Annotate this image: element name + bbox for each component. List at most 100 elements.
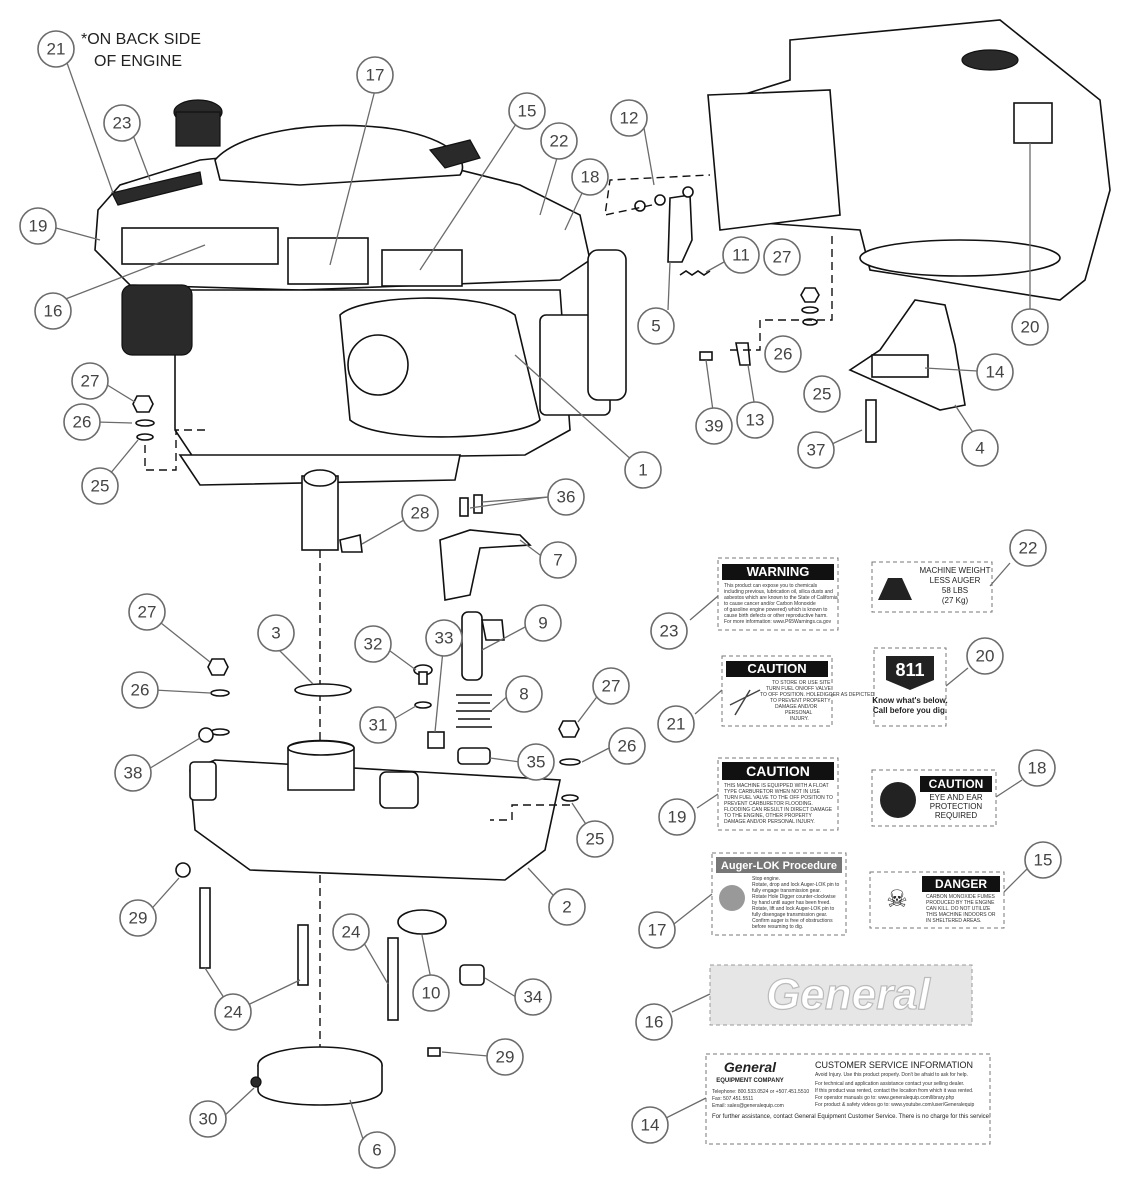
- auger-lok-icon: [719, 885, 745, 911]
- collar-6-body: [257, 1065, 383, 1106]
- callout-34: 34: [514, 978, 552, 1016]
- svg-text:CARBON MONOXIDE FUMES: CARBON MONOXIDE FUMES: [926, 894, 996, 900]
- nut-27-mid: [207, 658, 229, 676]
- svg-text:18: 18: [1028, 759, 1047, 778]
- svg-text:17: 17: [648, 921, 667, 940]
- svg-text:34: 34: [524, 988, 543, 1007]
- callout-37: 37: [797, 431, 835, 469]
- svg-text:10: 10: [422, 984, 441, 1003]
- note-line-1: *ON BACK SIDE: [81, 31, 201, 48]
- svg-text:For technical and application: For technical and application assistance…: [815, 1081, 964, 1087]
- bolt-24b: [297, 924, 309, 986]
- screw-36a: [459, 497, 469, 517]
- svg-text:25: 25: [813, 385, 832, 404]
- callout-39: 39: [695, 407, 733, 445]
- svg-text:FLOODING CAN RESULT IN DIRECT: FLOODING CAN RESULT IN DIRECT DAMAGE: [724, 807, 833, 813]
- callout-4: 4: [961, 429, 999, 467]
- fitting-38: [198, 727, 214, 743]
- callout-bubbles: 21 23 19 16 17 15 22 18 12 11 5 27 26 25…: [19, 30, 1062, 1169]
- callout-32: 32: [354, 625, 392, 663]
- callout-9: 9: [524, 604, 562, 642]
- callout-7: 7: [539, 541, 577, 579]
- svg-text:TURN FUEL VALVE TO THE OFF POS: TURN FUEL VALVE TO THE OFF POSITION TO: [724, 795, 833, 801]
- svg-text:TYPE CARBURETOR WHEN NOT IN US: TYPE CARBURETOR WHEN NOT IN USE: [724, 789, 821, 795]
- lock-bracket-7: [439, 529, 532, 601]
- clip-13: [735, 342, 751, 366]
- note-line-2: OF ENGINE: [94, 53, 182, 70]
- svg-text:12: 12: [620, 109, 639, 128]
- decal-customer-service: General EQUIPMENT COMPANY CUSTOMER SERVI…: [705, 1053, 991, 1145]
- weight-icon: [878, 578, 912, 600]
- svg-text:TO STORE OR USE SITE: TO STORE OR USE SITE: [772, 680, 831, 686]
- callout-24-left: 24: [214, 993, 252, 1031]
- callout-26-mid: 26: [121, 671, 159, 709]
- decal-area-14: [871, 354, 929, 378]
- decal-caution-ear: CAUTION EYE AND EAR PROTECTION REQUIRED: [871, 769, 997, 827]
- set-screw-30: [250, 1076, 262, 1088]
- callout-25-rear: 25: [803, 375, 841, 413]
- svg-text:PROTECTION: PROTECTION: [930, 802, 983, 811]
- rear-base-flange: [859, 239, 1061, 277]
- washer-25-left: [136, 433, 154, 441]
- decal-general-logo: General: [709, 964, 973, 1026]
- svg-text:26: 26: [131, 681, 150, 700]
- svg-text:29: 29: [496, 1048, 515, 1067]
- callout-22: 22: [540, 122, 578, 160]
- nut-27-left: [132, 395, 154, 413]
- shaft-end: [303, 469, 337, 487]
- air-filter-housing: [707, 89, 841, 231]
- svg-text:7: 7: [553, 551, 562, 570]
- svg-text:9: 9: [538, 614, 547, 633]
- svg-text:13: 13: [746, 411, 765, 430]
- svg-text:TO OFF POSITION. HOLEDIGGER AS: TO OFF POSITION. HOLEDIGGER AS DEPICTED: [760, 692, 874, 698]
- svg-text:TURN FUEL ON/OFF VALVE: TURN FUEL ON/OFF VALVE: [766, 686, 832, 692]
- svg-text:before resuming to dig.: before resuming to dig.: [752, 924, 803, 930]
- callout-16: 16: [34, 292, 72, 330]
- decal-weight: MACHINE WEIGHT LESS AUGER 58 LBS (27 Kg): [871, 561, 993, 613]
- bracket-pivot: [682, 186, 694, 198]
- callout-19: 19: [19, 207, 57, 245]
- svg-text:21: 21: [667, 715, 686, 734]
- pin-28: [339, 534, 363, 553]
- svg-text:4: 4: [975, 439, 984, 458]
- callout-1: 1: [624, 451, 662, 489]
- svg-text:30: 30: [199, 1110, 218, 1129]
- guide-dash-left: [144, 429, 205, 471]
- svg-text:DAMAGE AND/OR: DAMAGE AND/OR: [775, 704, 818, 710]
- callout-25-left: 25: [81, 467, 119, 505]
- svg-text:CAUTION: CAUTION: [746, 763, 810, 779]
- svg-text:CUSTOMER SERVICE INFORMATION: CUSTOMER SERVICE INFORMATION: [815, 1060, 973, 1070]
- svg-text:Auger-LOK Procedure: Auger-LOK Procedure: [721, 860, 837, 872]
- callout-decal-21: 21: [657, 705, 695, 743]
- spring-11: [679, 270, 711, 276]
- svg-text:26: 26: [618, 737, 637, 756]
- svg-text:by hand until auger has been f: by hand until auger has been freed.: [752, 900, 831, 906]
- callout-8: 8: [505, 675, 543, 713]
- svg-text:including previous, lubricatio: including previous, lubrication oil, sil…: [724, 589, 833, 595]
- svg-text:If this product was rented, co: If this product was rented, contact the …: [815, 1088, 973, 1094]
- svg-text:LESS AUGER: LESS AUGER: [930, 576, 981, 585]
- svg-text:DANGER: DANGER: [935, 877, 987, 891]
- bolt-24c: [387, 937, 399, 1021]
- decal-811: 811 Know what's below. Call before you d…: [872, 647, 948, 727]
- decal-caution-fuel: CAUTION TO STORE OR USE SITE TURN FUEL O…: [721, 655, 874, 727]
- holedigger-illustration: [729, 689, 761, 716]
- svg-text:11: 11: [732, 246, 750, 265]
- svg-text:36: 36: [557, 488, 576, 507]
- washer-26-rear: [801, 306, 819, 314]
- callout-13: 13: [736, 401, 774, 439]
- svg-text:25: 25: [91, 477, 110, 496]
- svg-text:PERSONAL: PERSONAL: [785, 710, 812, 716]
- bushing-34: [459, 964, 485, 986]
- gearbox-housing: [189, 759, 561, 881]
- skull-icon: ☠: [886, 885, 908, 913]
- svg-text:2: 2: [562, 898, 571, 917]
- decal-area-17: [287, 237, 369, 285]
- svg-text:19: 19: [29, 217, 48, 236]
- callout-decal-18: 18: [1018, 749, 1056, 787]
- svg-text:16: 16: [645, 1013, 664, 1032]
- gearbox-lug: [189, 761, 217, 801]
- svg-text:of gasoline engine powered) wh: of gasoline engine powered) which is kno…: [724, 607, 828, 613]
- svg-text:27: 27: [773, 248, 792, 267]
- callout-31: 31: [359, 706, 397, 744]
